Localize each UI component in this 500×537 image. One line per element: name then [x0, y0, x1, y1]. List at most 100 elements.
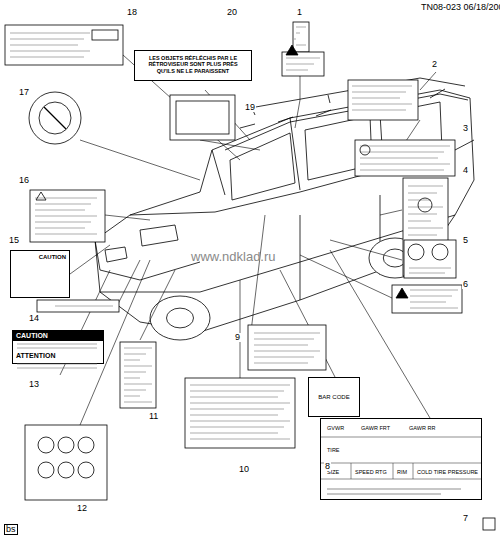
sticker-outline	[392, 285, 462, 313]
sticker-text-lines	[124, 360, 140, 361]
sticker-icon	[432, 244, 448, 260]
vehicle-detail	[230, 133, 295, 200]
prohibition-sign	[39, 102, 71, 134]
sticker-text-lines	[190, 397, 278, 398]
sticker-text: GAWR FRT	[361, 425, 390, 431]
sticker-text: TIRE	[327, 447, 340, 453]
pictogram	[78, 437, 94, 453]
leader-line	[70, 245, 110, 274]
pictogram	[38, 437, 54, 453]
sticker-text-lines	[124, 384, 152, 385]
sticker-outline	[348, 80, 418, 120]
sticker-text-lines	[360, 158, 438, 159]
sticker-text: COLD TIRE PRESSURE	[417, 469, 478, 475]
callout-number: 7	[462, 514, 469, 523]
callout-number: 14	[28, 314, 40, 323]
vehicle-detail	[95, 240, 200, 280]
leader-line	[380, 210, 402, 215]
sticker-text: LES OBJETS RÉFLÉCHIS PAR LE RÉTROVISEUR …	[139, 55, 247, 74]
sticker-icon	[408, 244, 424, 260]
sticker-text-lines	[286, 64, 314, 65]
sticker-text-lines	[10, 57, 84, 58]
leader-line	[250, 215, 265, 340]
leader-line	[117, 260, 140, 306]
sticker-text-lines	[254, 351, 320, 352]
sticker-text-lines	[296, 45, 306, 46]
sticker-text-lines	[124, 372, 146, 373]
sticker-text-lines	[124, 348, 152, 349]
label-sticker: GVWRGAWR FRTGAWR RRTIRESIZESPEED RTGRIMC…	[320, 418, 482, 500]
pictogram	[58, 437, 74, 453]
sticker-circle	[29, 92, 81, 144]
sticker-outline	[293, 22, 309, 52]
sticker-text-lines	[254, 345, 308, 346]
callout-number: 15	[8, 236, 20, 245]
leader-line	[140, 270, 175, 340]
callout-number: 19	[244, 103, 256, 112]
tire-table-grid	[321, 419, 481, 499]
sticker-outline	[404, 240, 456, 278]
sticker-text-lines	[352, 98, 400, 99]
sticker-text-lines	[294, 39, 296, 40]
corner-code: bs	[4, 524, 18, 535]
sticker-text: CAUTION	[14, 254, 66, 261]
sticker-text-lines	[410, 296, 452, 297]
sticker-text-lines	[35, 222, 91, 223]
sticker-text-lines	[124, 390, 146, 391]
wheel-hub	[167, 308, 194, 328]
callout-number: 16	[18, 176, 30, 185]
sticker-outline	[185, 378, 295, 448]
vehicle-detail	[100, 215, 455, 292]
sticker-text-lines	[254, 339, 314, 340]
prohibition-slash	[44, 107, 66, 129]
sticker-text: ATTENTION	[13, 351, 103, 361]
callout-number: 12	[76, 504, 88, 513]
vehicle-detail	[328, 95, 330, 103]
pictogram	[58, 462, 74, 478]
sticker-text-lines	[190, 433, 278, 434]
label-sticker: CAUTIONATTENTION	[12, 330, 104, 364]
sticker-outline	[120, 342, 156, 408]
sticker-outline	[248, 325, 326, 370]
sticker-outline	[37, 300, 119, 312]
sticker-text-lines	[35, 210, 85, 211]
roof-rail	[278, 117, 293, 122]
leader-line	[420, 72, 436, 90]
sticker-text-lines	[254, 357, 314, 358]
leader-line	[330, 240, 402, 260]
corner-icon	[483, 518, 495, 530]
sticker-inner	[176, 101, 229, 134]
sticker-text: SPEED RTG	[355, 469, 387, 475]
sticker-text-lines	[360, 164, 450, 165]
callout-number: 8	[324, 462, 331, 471]
sticker-text-lines	[35, 216, 97, 217]
sticker-text-lines	[190, 409, 284, 410]
roof-rail	[240, 124, 255, 128]
sticker-text-lines	[296, 33, 300, 34]
sticker-text-lines	[254, 333, 320, 334]
warning-triangle	[396, 288, 408, 298]
sticker-text-lines	[124, 402, 152, 403]
sticker-text-lines	[410, 308, 458, 309]
sticker-text-lines	[35, 234, 97, 235]
sticker-text-lines	[190, 421, 290, 422]
sticker-icon	[418, 198, 432, 212]
pictogram	[38, 462, 54, 478]
sticker-text-lines	[286, 70, 308, 71]
sticker-text-lines	[360, 152, 444, 153]
sticker-text-lines	[410, 302, 446, 303]
leader-line	[200, 140, 260, 150]
sticker-outline	[25, 425, 107, 500]
sticker-text-lines	[55, 306, 113, 307]
sticker-text-lines	[124, 354, 146, 355]
sticker-text-lines	[352, 92, 406, 93]
label-sticker: BAR CODE	[308, 377, 360, 417]
leader-line	[240, 280, 241, 378]
sticker-outline	[5, 25, 123, 65]
sticker-text-lines	[408, 214, 437, 215]
sticker-text-lines	[10, 45, 78, 46]
sticker-text-lines	[190, 403, 290, 404]
callout-number: 4	[462, 166, 469, 175]
callout-number: 6	[462, 280, 469, 289]
callout-number: 9	[234, 333, 241, 342]
